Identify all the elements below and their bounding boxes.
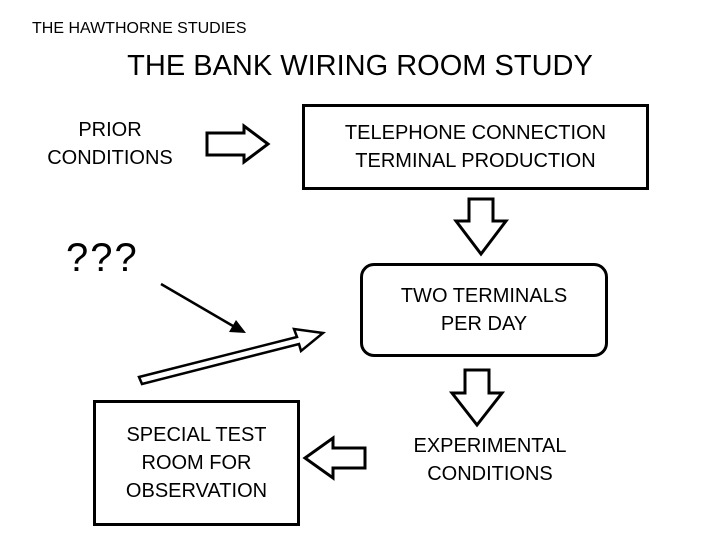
prior-conditions-line-2: CONDITIONS [47, 147, 173, 169]
supertitle: THE HAWTHORNE STUDIES [32, 20, 247, 37]
telephone-production-line-2: TERMINAL PRODUCTION [355, 150, 596, 172]
diagram-title: THE BANK WIRING ROOM STUDY [127, 50, 593, 82]
prior-conditions-label: PRIOR CONDITIONS [30, 116, 190, 172]
special-test-room-line-2: ROOM FOR [141, 452, 252, 474]
unknown-factor-label: ??? [66, 236, 139, 280]
two-terminals-box: TWO TERMINALS PER DAY [360, 263, 608, 357]
arrow-telephone-to-two-terminals [452, 197, 510, 257]
arrow-special-to-two-terminals [137, 327, 327, 386]
special-test-room-line-3: OBSERVATION [125, 480, 268, 502]
special-test-room-line-1: SPECIAL TEST [126, 424, 267, 446]
experimental-conditions-line-2: CONDITIONS [427, 463, 553, 485]
prior-conditions-line-1: PRIOR [78, 119, 142, 141]
arrow-unknown-line [160, 282, 234, 328]
experimental-conditions-line-1: EXPERIMENTAL [413, 435, 567, 457]
arrow-prior-to-telephone [205, 123, 271, 165]
two-terminals-line-2: PER DAY [440, 313, 528, 335]
telephone-production-box: TELEPHONE CONNECTION TERMINAL PRODUCTION [302, 104, 649, 190]
telephone-production-line-1: TELEPHONE CONNECTION [344, 122, 607, 144]
experimental-conditions-label: EXPERIMENTAL CONDITIONS [385, 432, 595, 488]
two-terminals-line-1: TWO TERMINALS [400, 285, 568, 307]
arrow-two-terminals-to-experimental [448, 368, 506, 428]
special-test-room-box: SPECIAL TEST ROOM FOR OBSERVATION [93, 400, 300, 526]
arrow-experimental-to-special [302, 435, 367, 481]
arrow-unknown-head [229, 320, 246, 333]
